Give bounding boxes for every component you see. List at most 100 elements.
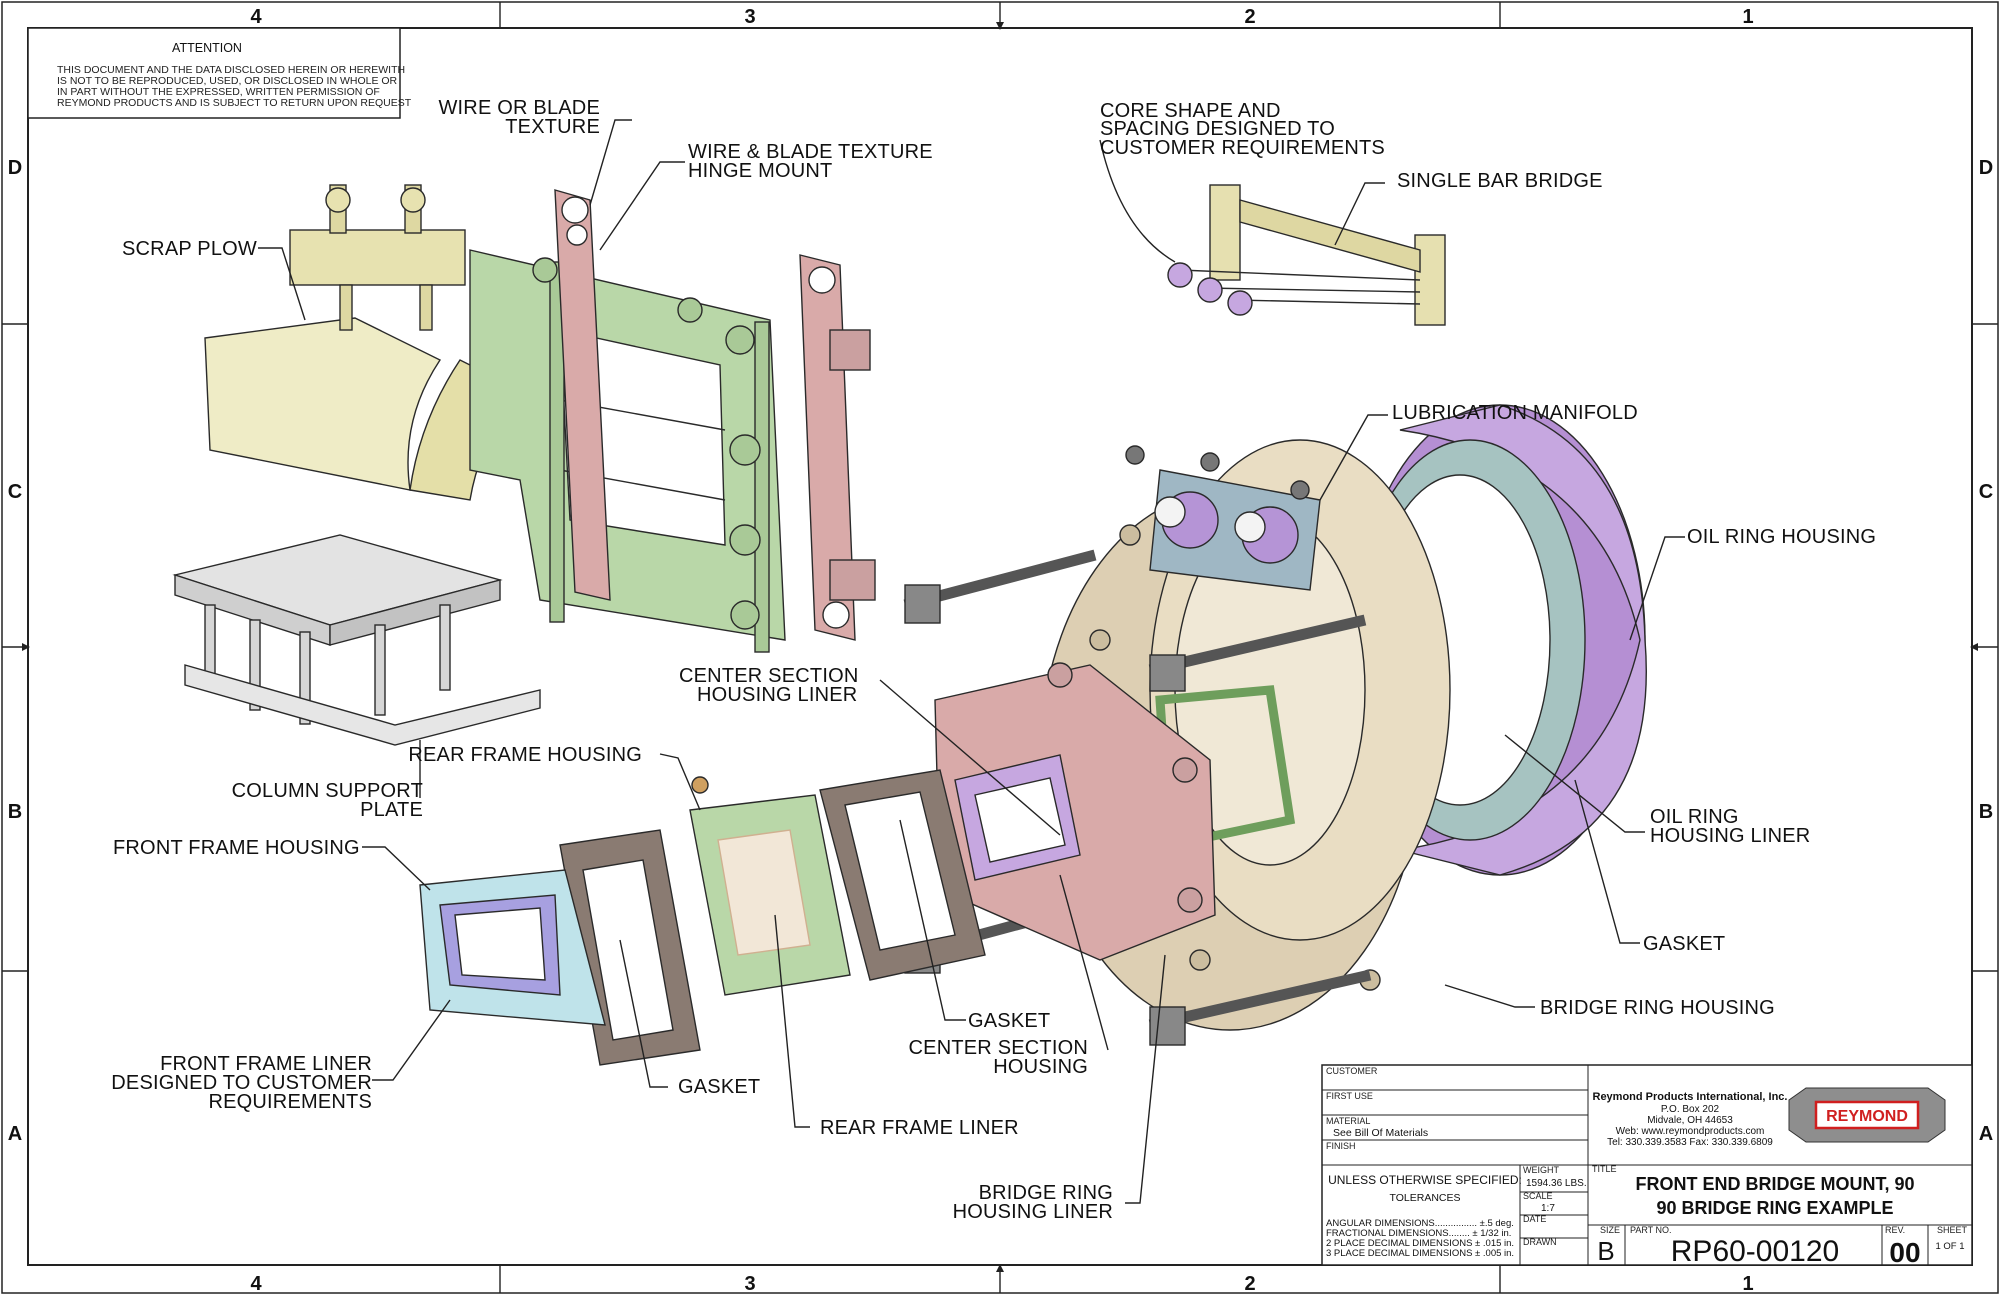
zone-col-bottom-1: 1 [1742, 1273, 1753, 1295]
zone-row-right-b: B [1979, 801, 1993, 823]
part-number-value: RP60-00120 [1671, 1235, 1839, 1268]
lubrication-manifold-part [1125, 445, 1321, 591]
tolerance-line-1: ANGULAR DIMENSIONS................ ±.5 d… [1326, 1218, 1514, 1229]
column-support-plate-part [172, 534, 541, 746]
callout-gasket-center: GASKET [968, 1010, 1050, 1032]
weight-label: WEIGHT [1523, 1165, 1559, 1175]
reymond-logo: REYMOND [1788, 1087, 1946, 1143]
callout-rear-frame-housing: REAR FRAME HOUSING [408, 744, 642, 766]
center-gasket-part [819, 769, 986, 981]
single-bar-bridge-part [1167, 184, 1446, 326]
scale-value: 1:7 [1541, 1203, 1555, 1214]
callout-bridge-ring-liner-2: HOUSING LINER [953, 1201, 1113, 1223]
zone-col-bottom-2: 2 [1244, 1273, 1255, 1295]
date-label: DATE [1523, 1214, 1546, 1224]
part-no-label: PART NO. [1630, 1225, 1672, 1235]
drawing-title-line-1: FRONT END BRIDGE MOUNT, 90 [1635, 1174, 1914, 1194]
sheet-label: SHEET [1937, 1225, 1968, 1235]
rev-label: REV. [1885, 1225, 1905, 1235]
tolerances-heading: TOLERANCES [1390, 1192, 1461, 1204]
exploded-assembly-illustration [172, 184, 1647, 1066]
company-line-4: Web: www.reymondproducts.com [1616, 1126, 1765, 1137]
zone-row-left-a: A [8, 1123, 22, 1145]
material-label: MATERIAL [1326, 1116, 1370, 1126]
callout-scrap-plow: SCRAP PLOW [122, 238, 257, 260]
callout-column-support-plate-1: COLUMN SUPPORT [232, 780, 423, 802]
first-use-label: FIRST USE [1326, 1091, 1373, 1101]
reymond-logo-text: REYMOND [1826, 1108, 1908, 1125]
callout-oil-ring-housing-liner-2: HOUSING LINER [1650, 825, 1810, 847]
callout-core-shape-3: CUSTOMER REQUIREMENTS [1100, 137, 1385, 159]
hinge-mount-frame-part [469, 249, 786, 653]
company-line-2: P.O. Box 202 [1661, 1104, 1720, 1115]
attention-line-3: IN PART WITHOUT THE EXPRESSED, WRITTEN P… [57, 86, 380, 98]
callout-single-bar-bridge: SINGLE BAR BRIDGE [1397, 170, 1603, 192]
callout-center-section-housing-2: HOUSING [993, 1056, 1088, 1078]
attention-title: ATTENTION [172, 41, 242, 55]
wire-blade-texture-part [554, 189, 876, 641]
zone-col-top-1: 1 [1742, 6, 1753, 28]
zone-row-left-c: C [8, 481, 22, 503]
callout-rear-frame-liner: REAR FRAME LINER [820, 1117, 1019, 1139]
tolerance-line-2: FRACTIONAL DIMENSIONS........ ± 1/32 in. [1326, 1228, 1511, 1239]
zone-col-top-2: 2 [1244, 6, 1255, 28]
zone-row-right-c: C [1979, 481, 1993, 503]
callout-core-shape-2: SPACING DESIGNED TO [1100, 118, 1335, 140]
leader-lines [258, 119, 1685, 1204]
unless-specified: UNLESS OTHERWISE SPECIFIED: [1328, 1173, 1522, 1187]
callout-front-frame-liner-2: DESIGNED TO CUSTOMER [111, 1072, 372, 1094]
drawing-title-line-2: 90 BRIDGE RING EXAMPLE [1656, 1198, 1893, 1218]
attention-line-2: IS NOT TO BE REPRODUCED, USED, OR DISCLO… [57, 75, 398, 87]
attention-line-1: THIS DOCUMENT AND THE DATA DISCLOSED HER… [57, 64, 405, 76]
finish-label: FINISH [1326, 1141, 1356, 1151]
rear-frame-housing-part [689, 776, 851, 996]
weight-value: 1594.36 LBS. [1526, 1178, 1587, 1189]
rev-value: 00 [1889, 1237, 1920, 1268]
callout-wire-blade-texture-2: TEXTURE [505, 116, 600, 138]
center-arrow-right [1970, 643, 1978, 651]
attention-box: ATTENTION THIS DOCUMENT AND THE DATA DIS… [27, 27, 412, 119]
callout-center-section-liner-1: CENTER SECTION [679, 665, 858, 687]
customer-label: CUSTOMER [1326, 1066, 1378, 1076]
center-arrow-left [22, 643, 30, 651]
callout-bridge-ring-liner-1: BRIDGE RING [979, 1182, 1113, 1204]
callout-center-section-liner-2: HOUSING LINER [697, 684, 857, 706]
callout-front-frame-liner-1: FRONT FRAME LINER [160, 1053, 372, 1075]
material-value: See Bill Of Materials [1333, 1127, 1428, 1139]
callout-lubrication-manifold: LUBRICATION MANIFOLD [1392, 402, 1638, 424]
zone-row-right-d: D [1979, 157, 1993, 179]
front-frame-housing-part [419, 869, 606, 1026]
callout-front-frame-liner-3: REQUIREMENTS [208, 1091, 372, 1113]
callout-oil-ring-housing-liner-1: OIL RING [1650, 806, 1739, 828]
size-value: B [1597, 1236, 1614, 1266]
scale-label: SCALE [1523, 1191, 1553, 1201]
zone-row-left-d: D [8, 157, 22, 179]
tolerance-line-4: 3 PLACE DECIMAL DIMENSIONS ± .005 in. [1326, 1248, 1514, 1259]
company-line-3: Midvale, OH 44653 [1647, 1115, 1733, 1126]
callout-front-frame-housing: FRONT FRAME HOUSING [113, 837, 360, 859]
tolerance-line-3: 2 PLACE DECIMAL DIMENSIONS ± .015 in. [1326, 1238, 1514, 1249]
center-arrow-bottom [996, 1264, 1004, 1272]
callout-wire-blade-texture-1: WIRE OR BLADE [438, 97, 600, 119]
zone-col-top-4: 4 [250, 6, 262, 28]
callout-gasket-right: GASKET [1643, 933, 1725, 955]
center-arrow-top [996, 22, 1004, 30]
center-section-housing-part [934, 662, 1216, 961]
zone-row-left-b: B [8, 801, 22, 823]
title-label: TITLE [1592, 1164, 1617, 1174]
zone-col-bottom-3: 3 [744, 1273, 755, 1295]
callout-core-shape-1: CORE SHAPE AND [1100, 100, 1281, 122]
title-block: CUSTOMER FIRST USE MATERIAL See Bill Of … [1321, 1064, 1973, 1268]
size-label: SIZE [1600, 1225, 1620, 1235]
company-line-5: Tel: 330.339.3583 Fax: 330.339.6809 [1607, 1137, 1773, 1148]
sheet-value: 1 OF 1 [1935, 1241, 1964, 1252]
callout-center-section-housing-1: CENTER SECTION [909, 1037, 1088, 1059]
callout-hinge-mount-1: WIRE & BLADE TEXTURE [688, 141, 933, 163]
callout-oil-ring-housing: OIL RING HOUSING [1687, 526, 1876, 548]
zone-row-right-a: A [1979, 1123, 1993, 1145]
zone-col-top-3: 3 [744, 6, 755, 28]
attention-line-4: REYMOND PRODUCTS AND IS SUBJECT TO RETUR… [57, 97, 412, 109]
callout-gasket-left: GASKET [678, 1076, 760, 1098]
callout-column-support-plate-2: PLATE [360, 799, 423, 821]
